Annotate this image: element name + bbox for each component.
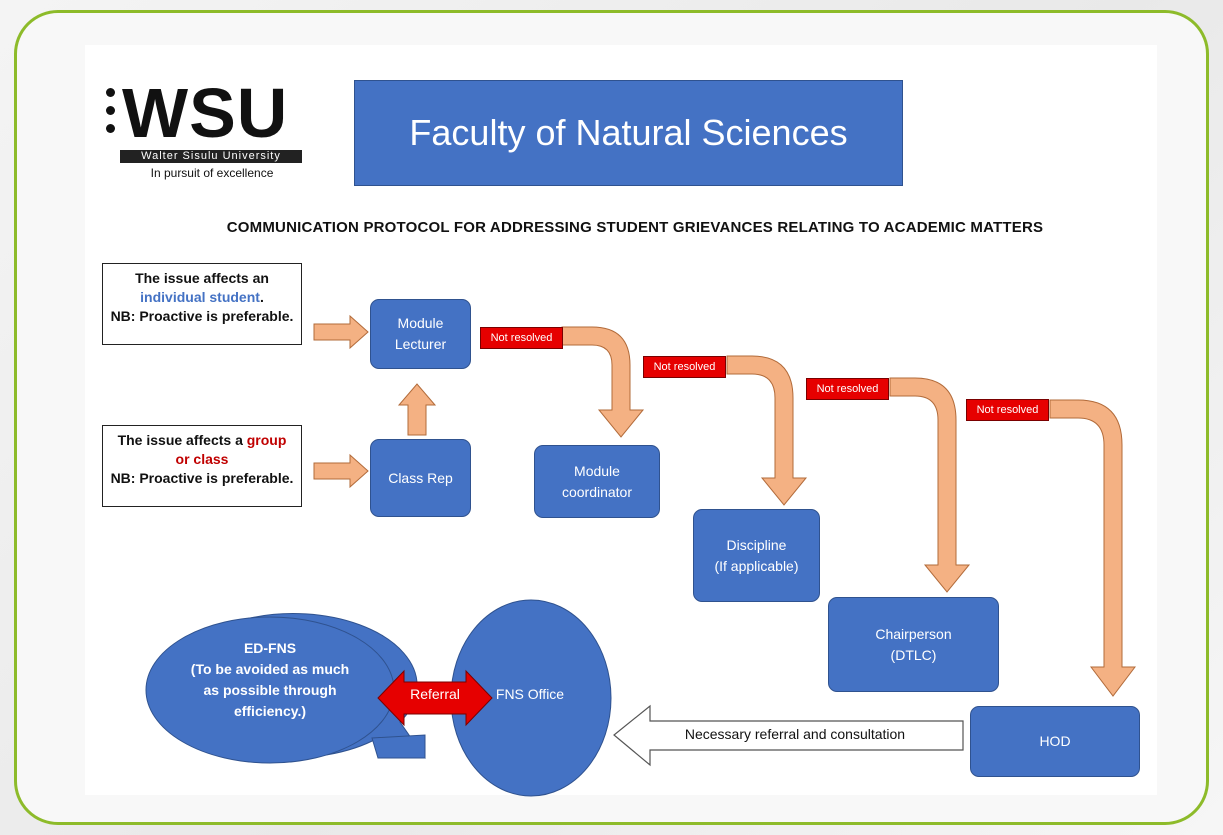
- arrow-hod-to-fns: [613, 704, 964, 767]
- arrow-lecturer-to-coordinator: [561, 326, 645, 438]
- group-highlight: group: [246, 432, 287, 448]
- logo-university-name: Walter Sisulu University: [120, 150, 302, 163]
- issue-individual-note: NB: Proactive is preferable.: [110, 308, 294, 324]
- arrow-chairperson-to-hod: [1049, 399, 1137, 697]
- issue-individual-line2: individual student.: [103, 288, 301, 307]
- discipline-node: Discipline (If applicable): [693, 509, 820, 602]
- arrow-coordinator-to-discipline: [726, 355, 808, 506]
- protocol-subtitle-text: Communication protocol for addressing st…: [226, 219, 1044, 236]
- issue-group-box: The issue affects a group or class NB: P…: [102, 425, 302, 507]
- ed-fns-tail: [371, 734, 426, 759]
- arrow-group-to-classrep: [313, 453, 369, 489]
- individual-tail: .: [259, 289, 264, 305]
- logo-wordmark: WSU: [122, 74, 289, 152]
- hod-node: HOD: [970, 706, 1140, 777]
- chairperson-node: Chairperson (DTLC): [828, 597, 999, 692]
- logo-dots: [106, 88, 116, 142]
- not-resolved-tag-2: Not resolved: [643, 356, 726, 378]
- fns-office-label: FNS Office: [495, 686, 565, 702]
- module-coordinator-label: Module coordinator: [561, 462, 633, 500]
- ed-fns-note: (To be avoided as much as possible throu…: [190, 661, 350, 719]
- issue-individual-line1: The issue affects an: [135, 270, 269, 286]
- not-resolved-tag-1: Not resolved: [480, 327, 563, 349]
- module-coordinator-node: Module coordinator: [534, 445, 660, 518]
- not-resolved-tag-4: Not resolved: [966, 399, 1049, 421]
- class-rep-node: Class Rep: [370, 439, 471, 517]
- referral-label: Referral: [410, 686, 460, 702]
- issue-group-note: NB: Proactive is preferable.: [110, 470, 294, 486]
- hod-label: HOD: [1039, 733, 1071, 749]
- or-class-highlight: or class: [175, 451, 229, 467]
- chairperson-note: (DTLC): [890, 646, 937, 663]
- discipline-label: Discipline: [726, 536, 787, 553]
- issue-individual-box: The issue affects an individual student.…: [102, 263, 302, 345]
- class-rep-label: Class Rep: [388, 469, 453, 486]
- discipline-note: (If applicable): [714, 557, 799, 574]
- referral-double-arrow: [377, 669, 493, 727]
- individual-student-highlight: individual student: [140, 289, 260, 305]
- chairperson-label: Chairperson: [875, 625, 952, 642]
- protocol-subtitle: Communication protocol for addressing st…: [180, 219, 1090, 236]
- arrow-classrep-to-lecturer: [397, 383, 437, 436]
- issue-group-lead: The issue affects a: [117, 432, 243, 448]
- page-title: Faculty of Natural Sciences: [354, 80, 903, 186]
- ed-fns-label: ED-FNS: [243, 640, 297, 656]
- arrow-discipline-to-chairperson: [889, 377, 971, 593]
- issue-group-line1: The issue affects a group: [103, 431, 301, 450]
- not-resolved-tag-3: Not resolved: [806, 378, 889, 400]
- arrow-individual-to-lecturer: [313, 314, 369, 350]
- ed-fns-text: ED-FNS (To be avoided as much as possibl…: [175, 638, 365, 722]
- module-lecturer-node: Module Lecturer: [370, 299, 471, 369]
- module-lecturer-label: Module Lecturer: [394, 315, 447, 352]
- logo-tagline: In pursuit of excellence: [150, 166, 274, 180]
- consultation-label: Necessary referral and consultation: [684, 726, 906, 742]
